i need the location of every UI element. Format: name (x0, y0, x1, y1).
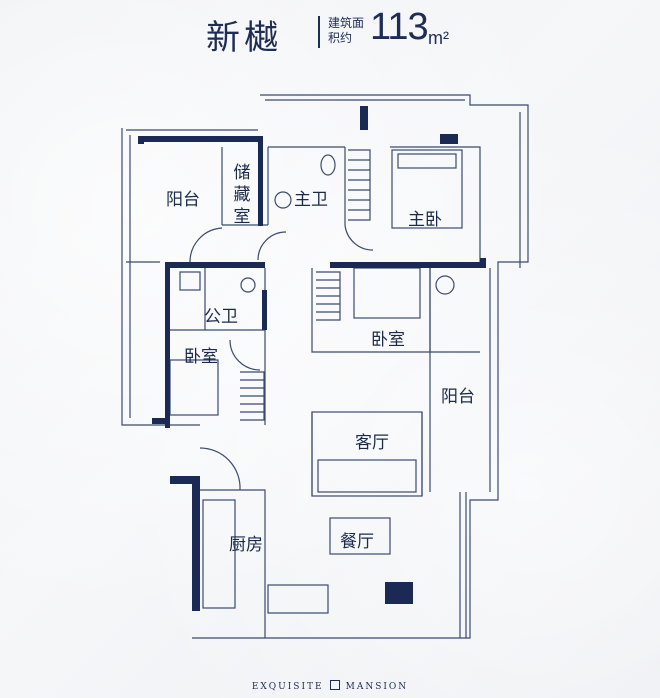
room-label-dining-room: 餐厅 (340, 532, 374, 552)
area-unit: m² (428, 28, 449, 48)
room-label-master-bedroom: 主卧 (408, 210, 442, 230)
room-label-kitchen: 厨房 (229, 535, 263, 555)
room-label-bedroom-center: 卧室 (371, 330, 405, 350)
footer-brand: EXQUISITE MANSION (0, 680, 660, 692)
footer-logo-icon (329, 680, 340, 690)
room-label-storage: 储藏室 (233, 163, 251, 227)
area-value: 113 (370, 6, 429, 48)
room-label-public-bath: 公卫 (204, 307, 238, 327)
project-title: 新樾 (206, 18, 282, 58)
footer-right-text: MANSION (345, 682, 409, 692)
area-label: 建筑面积约 (328, 16, 365, 45)
room-label-master-bath: 主卫 (294, 190, 328, 210)
room-label-balcony-top: 阳台 (166, 190, 200, 210)
room-label-balcony-right: 阳台 (441, 387, 475, 407)
header: 新樾 建筑面积约 113 m² (0, 6, 660, 58)
room-label-living-room: 客厅 (355, 433, 389, 453)
room-label-bedroom-left: 卧室 (184, 347, 218, 367)
footer-left-text: EXQUISITE (251, 682, 324, 692)
header-divider (318, 16, 320, 48)
